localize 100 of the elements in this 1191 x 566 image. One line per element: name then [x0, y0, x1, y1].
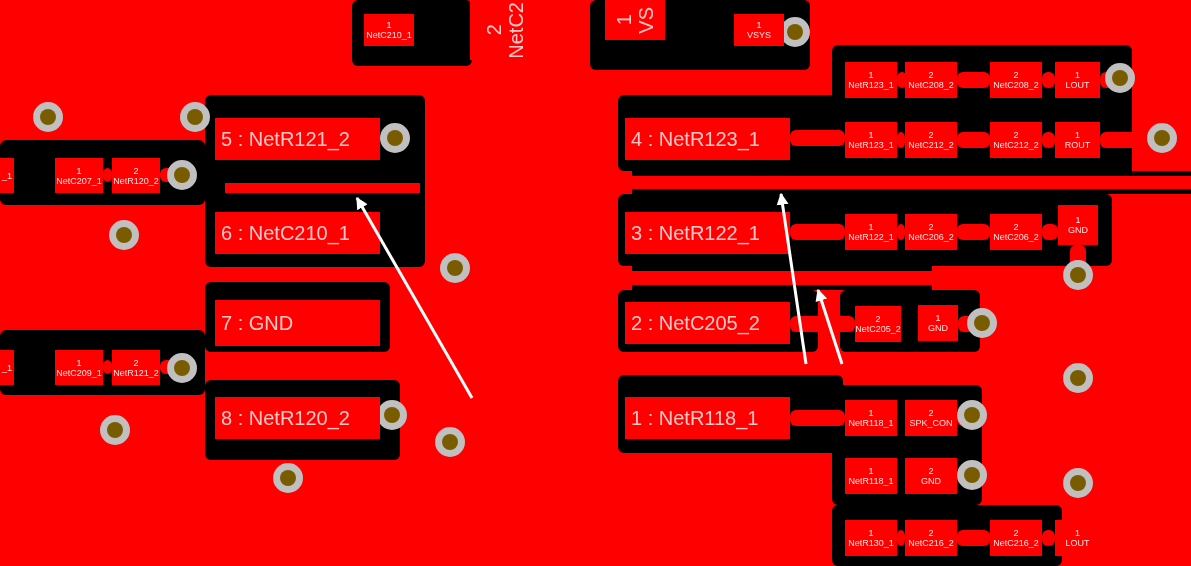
- solder-pad: [605, 0, 665, 40]
- net-name: NetC216_2: [908, 538, 954, 548]
- solder-pad: [1058, 205, 1098, 245]
- solder-pad: [905, 400, 957, 436]
- pin-label: 2 : NetC205_2: [631, 311, 760, 335]
- pin-number: 2: [133, 165, 139, 176]
- pin-number: 2: [875, 314, 881, 324]
- pin-number: 2: [133, 357, 139, 368]
- solder-pad: [905, 520, 957, 556]
- pin-number: 2: [928, 130, 934, 140]
- solder-pad: [845, 520, 897, 556]
- solder-pad: [990, 520, 1042, 556]
- ic-pin-pad: [215, 397, 380, 439]
- pin-label: 7 : GND: [221, 311, 294, 335]
- solder-pad: [364, 14, 414, 46]
- net-name: LOUT: [1065, 538, 1090, 548]
- net-name: GND: [1068, 225, 1088, 235]
- net-name: NetC216_2: [993, 538, 1039, 548]
- net-name: NetR120_2: [113, 175, 159, 186]
- pin-number: 1: [868, 408, 874, 418]
- solder-pad: [845, 400, 897, 436]
- solder-pad: [112, 350, 160, 385]
- solder-pad: [855, 306, 901, 342]
- pin-number: 1: [868, 70, 874, 80]
- pin-number: 2: [483, 24, 505, 36]
- ic-pin-pad: [625, 212, 790, 254]
- pin-number: 2: [928, 466, 934, 476]
- solder-pad: [905, 458, 957, 494]
- pin-label: 5 : NetR121_2: [221, 127, 350, 151]
- net-name: VSYS: [747, 30, 771, 40]
- net-name: NetC209_1: [56, 367, 102, 378]
- solder-pad: [990, 122, 1042, 158]
- net-name: NetC208_2: [908, 80, 954, 90]
- ic-pin-pad: [625, 397, 790, 439]
- pin-label: 3 : NetR122_1: [631, 221, 760, 245]
- net-name: NetC205_2: [855, 324, 901, 334]
- pin-number: 1: [1075, 528, 1080, 538]
- net-name: NetR122_1: [848, 232, 894, 242]
- pin-number: 2: [928, 408, 934, 418]
- ic-pin-pad: [625, 118, 790, 160]
- arrow: [776, 192, 808, 365]
- net-name: GND: [921, 476, 941, 486]
- pin-number: 2: [1013, 70, 1019, 80]
- pin-label: 6 : NetC210_1: [221, 221, 350, 245]
- pin-label: 4 : NetR123_1: [631, 127, 760, 151]
- pin-number: 1: [613, 14, 635, 26]
- pin-number: 2: [928, 70, 934, 80]
- pin-number: 1: [868, 222, 874, 232]
- solder-pad: [905, 62, 957, 98]
- solder-pad: [990, 214, 1042, 250]
- net-name: _1: [2, 362, 12, 373]
- pin-number: 1: [1075, 70, 1080, 80]
- solder-pad: [905, 122, 957, 158]
- net-name: ROUT: [1064, 140, 1091, 150]
- solder-pad: [55, 158, 103, 193]
- pin-number: 1: [76, 165, 82, 176]
- pin-number: 1: [935, 313, 941, 323]
- solder-pad: [0, 158, 14, 193]
- solder-pad: [0, 350, 14, 385]
- solder-pad: [845, 62, 897, 98]
- net-name: NetC2: [505, 1, 527, 59]
- pin-number: 1: [756, 20, 762, 30]
- net-name: GND: [928, 323, 948, 333]
- pin-number: 2: [1013, 222, 1019, 232]
- net-name: NetR118_1: [848, 418, 894, 428]
- ic-pin-pad: [625, 302, 790, 344]
- pin-number: 1: [1075, 215, 1081, 225]
- arrow: [815, 288, 844, 365]
- pin-number: 1: [1075, 130, 1080, 140]
- net-name: NetC212_2: [908, 140, 954, 150]
- net-name: LOUT: [1065, 80, 1090, 90]
- net-name: NetC210_1: [366, 30, 412, 40]
- solder-pad: [1055, 62, 1100, 98]
- net-name: _1: [2, 170, 12, 181]
- solder-pad: [905, 214, 957, 250]
- pin-number: 1: [868, 130, 874, 140]
- pin-label: 8 : NetR120_2: [221, 406, 350, 430]
- net-name: NetR123_1: [848, 80, 894, 90]
- pin-number: 2: [928, 528, 934, 538]
- net-name: NetC212_2: [993, 140, 1039, 150]
- ic-pin-pad: [215, 300, 380, 346]
- solder-pad: [1055, 122, 1100, 158]
- solder-pad: [845, 458, 897, 494]
- solder-pad: [918, 305, 958, 341]
- solder-pad: [845, 214, 897, 250]
- solder-pad: [990, 62, 1042, 98]
- net-name: SPK_CON: [909, 418, 953, 428]
- net-name: VS: [635, 6, 657, 34]
- pin-number: 2: [928, 222, 934, 232]
- net-name: NetC206_2: [908, 232, 954, 242]
- pin-number: 2: [1013, 528, 1019, 538]
- net-name: NetR121_2: [113, 367, 159, 378]
- arrow: [355, 196, 474, 399]
- pin-number: 2: [1013, 130, 1019, 140]
- net-name: NetR118_1: [848, 476, 894, 486]
- net-name: NetC208_2: [993, 80, 1039, 90]
- pin-number: 1: [76, 357, 82, 368]
- solder-pad: [55, 350, 103, 385]
- solder-pad: [112, 158, 160, 193]
- pin-label: 1 : NetR118_1: [631, 406, 759, 430]
